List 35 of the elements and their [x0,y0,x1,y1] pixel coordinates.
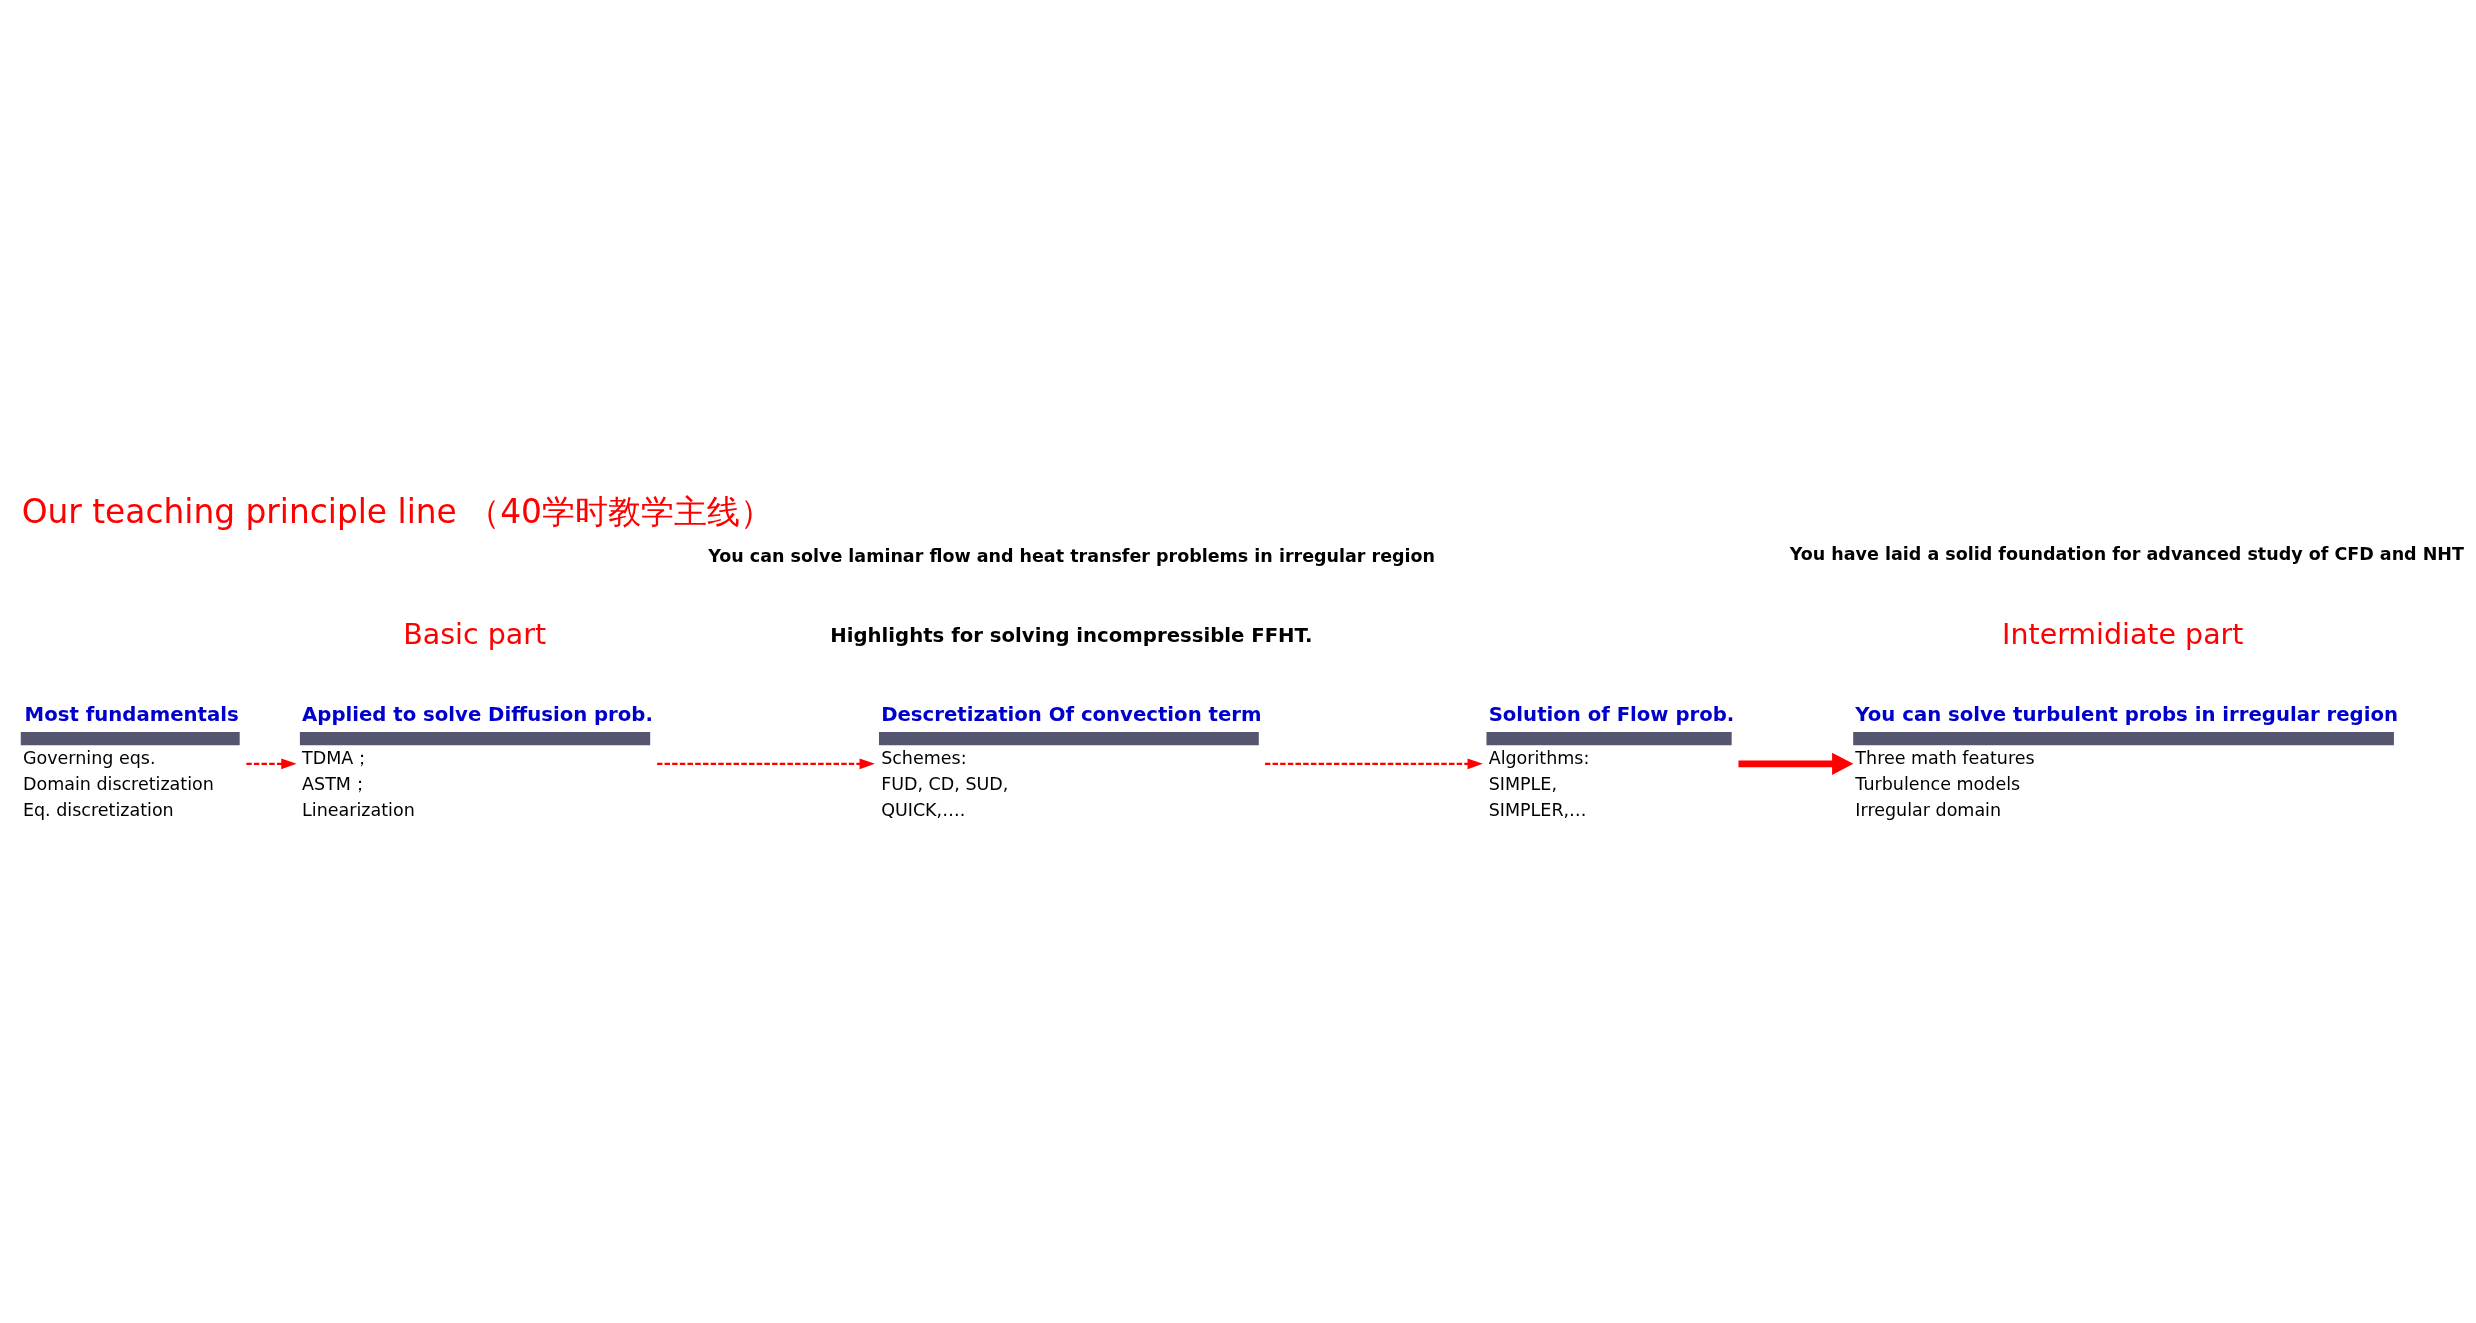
node-label: Linearization [302,800,415,821]
node-label: Most fundamentals [24,702,239,726]
node-label: Turbulence models [1855,773,2021,794]
node-label: Applied to solve Diffusion prob. [302,702,653,726]
node-label: TDMA； [302,747,372,768]
arrow [1738,752,1854,776]
node-label: Irregular domain [1855,800,2002,821]
arrow [657,758,875,770]
node-label: Schemes: [881,747,967,768]
node-label: Domain discretization [22,773,214,794]
node-label: Three math features [1855,747,2035,768]
node-label: You can solve turbulent probs in irregular region [1855,702,2398,726]
node-box [878,732,1259,746]
node-label: ASTM； [302,773,369,794]
arrow [1265,758,1483,770]
node-label: QUICK,…. [881,800,966,821]
node-label: SIMPLE, [1488,773,1557,794]
node-label: Governing eqs. [22,747,156,768]
label: Highlights for solving incompressible FFHT. [830,623,1313,647]
node-box [299,732,651,746]
node-label: Solution of Flow prob. [1488,702,1735,726]
label: You have laid a solid foundation for advanced study of CFD and NHT [1789,544,2464,565]
label: Basic part [403,617,547,651]
node-label: Algorithms: [1488,747,1590,768]
label: You can solve laminar flow and heat transfer problems in irregular region [708,546,1436,567]
node-label: FUD, CD, SUD, [881,773,1009,794]
arrow [246,758,297,770]
diagram-title: Our teaching principle line （40学时教学主线） [21,493,773,532]
label: Intermidiate part [2002,617,2244,651]
node-label: SIMPLER,… [1488,800,1587,821]
node-box [1486,732,1732,746]
node-box [20,732,240,746]
node-label: Eq. discretization [22,800,174,821]
node-label: Descretization Of convection term [881,702,1262,726]
node-box [1853,732,2394,746]
